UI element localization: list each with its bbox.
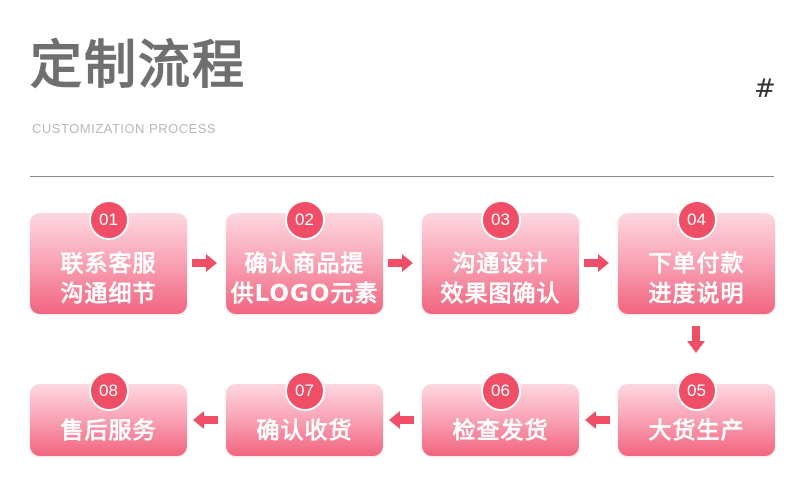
step-card-03: 03 沟通设计 效果图确认 bbox=[422, 200, 579, 314]
step-card-06: 06 检查发货 bbox=[422, 371, 579, 456]
step-line-1: 大货生产 bbox=[648, 418, 745, 444]
step-text: 联系客服 沟通细节 bbox=[30, 249, 187, 309]
step-number-badge: 07 bbox=[284, 371, 325, 411]
arrow-right-icon bbox=[388, 254, 413, 272]
step-card-04: 04 下单付款 进度说明 bbox=[618, 200, 775, 314]
step-line-2: 沟通细节 bbox=[60, 281, 157, 307]
step-line-2: 效果图确认 bbox=[440, 281, 561, 307]
step-number-badge: 08 bbox=[88, 371, 129, 411]
step-line-1: 确认商品提 bbox=[244, 251, 365, 277]
step-line-1: 确认收货 bbox=[256, 418, 353, 444]
step-text: 检查发货 bbox=[422, 416, 579, 446]
step-line-2: 进度说明 bbox=[648, 281, 745, 307]
arrow-left-icon bbox=[389, 411, 414, 429]
step-card-05: 05 大货生产 bbox=[618, 371, 775, 456]
step-text: 确认商品提 供LOGO元素 bbox=[226, 249, 383, 309]
step-line-1: 下单付款 bbox=[648, 251, 745, 277]
step-number-badge: 06 bbox=[480, 371, 521, 411]
step-line-2: 供LOGO元素 bbox=[230, 281, 379, 307]
header-divider bbox=[30, 176, 774, 177]
arrow-right-icon bbox=[192, 254, 217, 272]
step-number-badge: 03 bbox=[480, 200, 521, 240]
step-text: 沟通设计 效果图确认 bbox=[422, 249, 579, 309]
step-text: 售后服务 bbox=[30, 416, 187, 446]
step-number-badge: 02 bbox=[284, 200, 325, 240]
arrow-left-icon bbox=[193, 411, 218, 429]
step-card-02: 02 确认商品提 供LOGO元素 bbox=[226, 200, 383, 314]
step-card-08: 08 售后服务 bbox=[30, 371, 187, 456]
step-line-1: 沟通设计 bbox=[452, 251, 549, 277]
arrow-down-icon bbox=[687, 326, 705, 353]
step-number-badge: 05 bbox=[676, 371, 717, 411]
step-line-1: 售后服务 bbox=[60, 418, 157, 444]
step-card-07: 07 确认收货 bbox=[226, 371, 383, 456]
step-text: 下单付款 进度说明 bbox=[618, 249, 775, 309]
step-number-badge: 01 bbox=[88, 200, 129, 240]
arrow-left-icon bbox=[585, 411, 610, 429]
step-text: 大货生产 bbox=[618, 416, 775, 446]
step-line-1: 检查发货 bbox=[452, 418, 549, 444]
step-text: 确认收货 bbox=[226, 416, 383, 446]
step-number-badge: 04 bbox=[676, 200, 717, 240]
arrow-right-icon bbox=[584, 254, 609, 272]
step-line-1: 联系客服 bbox=[60, 251, 157, 277]
page-title: 定制流程 bbox=[30, 36, 247, 96]
step-card-01: 01 联系客服 沟通细节 bbox=[30, 200, 187, 314]
page-subtitle: CUSTOMIZATION PROCESS bbox=[32, 121, 217, 136]
hash-mark: # bbox=[754, 74, 776, 104]
